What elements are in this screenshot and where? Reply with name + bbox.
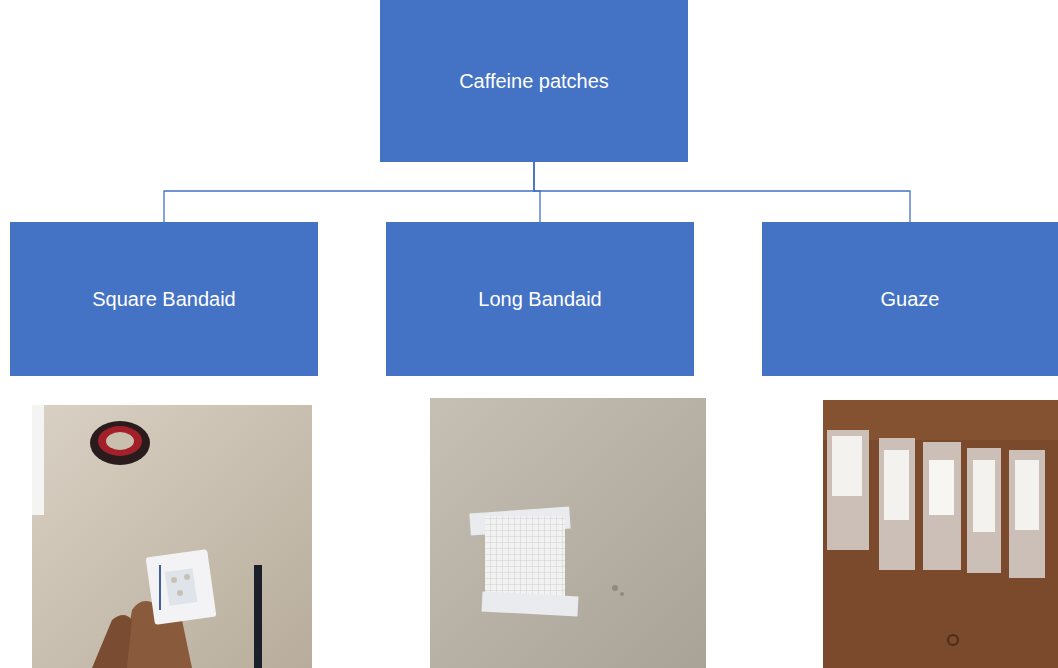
child-box: Guaze xyxy=(762,222,1058,376)
table-ring xyxy=(948,635,958,645)
connector xyxy=(164,162,534,222)
child-box: Square Bandaid xyxy=(10,222,318,376)
connector xyxy=(534,162,540,222)
connector xyxy=(534,162,910,222)
bandaid-tab xyxy=(482,592,579,617)
box-label: Long Bandaid xyxy=(478,287,601,311)
photo-gauze xyxy=(823,400,1058,668)
pen xyxy=(254,565,262,668)
tape-roll-hole xyxy=(106,432,134,450)
table-surface xyxy=(823,400,1058,668)
table-surface xyxy=(32,405,312,668)
photo-long-bandaid xyxy=(430,398,706,668)
caffeine-pad xyxy=(165,568,197,606)
gauze-pad xyxy=(485,516,565,604)
paper-edge xyxy=(32,405,44,515)
box-label: Square Bandaid xyxy=(92,287,235,311)
table-surface xyxy=(430,398,706,668)
photo-square-bandaid xyxy=(32,405,312,668)
root-box: Caffeine patches xyxy=(380,0,688,162)
bandaid-marking xyxy=(159,565,161,610)
square-bandaid xyxy=(146,549,217,625)
tape-roll-inner xyxy=(98,426,142,456)
tape-roll xyxy=(90,421,150,465)
box-label: Guaze xyxy=(881,287,940,311)
child-box: Long Bandaid xyxy=(386,222,694,376)
packets xyxy=(827,430,1045,578)
box-label: Caffeine patches xyxy=(459,69,609,93)
thumb xyxy=(92,615,132,668)
